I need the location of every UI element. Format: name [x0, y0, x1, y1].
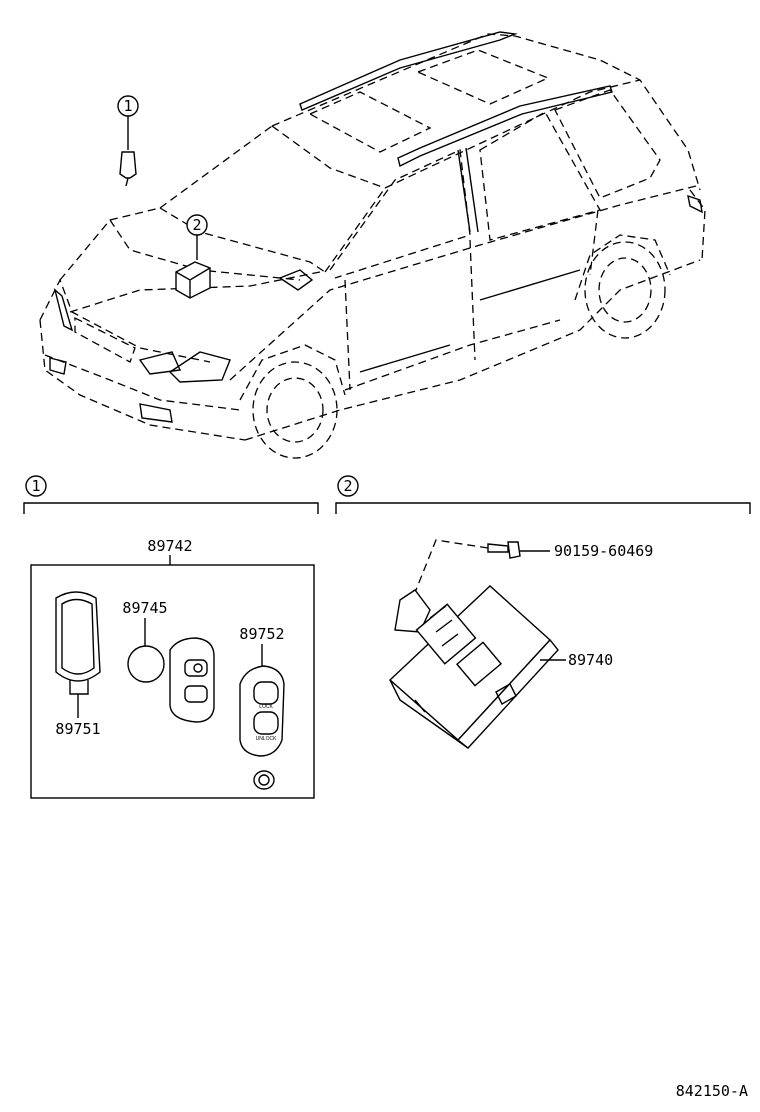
unlock-button-label: UNLOCK: [256, 736, 278, 742]
callout-1-number: 1: [123, 97, 132, 115]
receiver-location-icon: [175, 261, 211, 299]
key-blank-icon: [55, 591, 101, 695]
section-1-header: 1: [23, 475, 319, 514]
receiver-group: 90159-60469 89740: [388, 539, 653, 749]
transmitter-case-icon: LOCK UNLOCK: [239, 665, 285, 757]
lock-button-label: LOCK: [259, 704, 273, 710]
section-2-header: 2: [335, 475, 751, 514]
key-kit-group: 89742 89751 89745 89752 LOCK: [30, 537, 315, 799]
callout-2-number: 2: [192, 216, 201, 234]
kit-box: [30, 564, 315, 799]
key-fob-icon: [119, 151, 137, 179]
vehicle-callout-2: 2: [175, 214, 211, 299]
section-1-number: 1: [31, 477, 40, 495]
key-ring-icon: [253, 770, 275, 790]
part-number-89752: 89752: [239, 625, 284, 643]
vehicle-illustration: [39, 31, 706, 459]
battery-icon: [127, 645, 165, 683]
part-number-89745: 89745: [122, 599, 167, 617]
part-number-89751: 89751: [55, 720, 100, 738]
part-number-89740: 89740: [568, 651, 613, 669]
part-number-90159-60469: 90159-60469: [554, 542, 653, 560]
diagram-id: 842150-A: [676, 1082, 748, 1100]
vehicle-callout-1: 1: [117, 95, 139, 187]
part-number-89742: 89742: [147, 537, 192, 555]
bolt-icon: [487, 541, 521, 559]
transmitter-housing-icon: [169, 637, 215, 723]
receiver-module-icon: [388, 585, 559, 749]
section-2-number: 2: [343, 477, 352, 495]
